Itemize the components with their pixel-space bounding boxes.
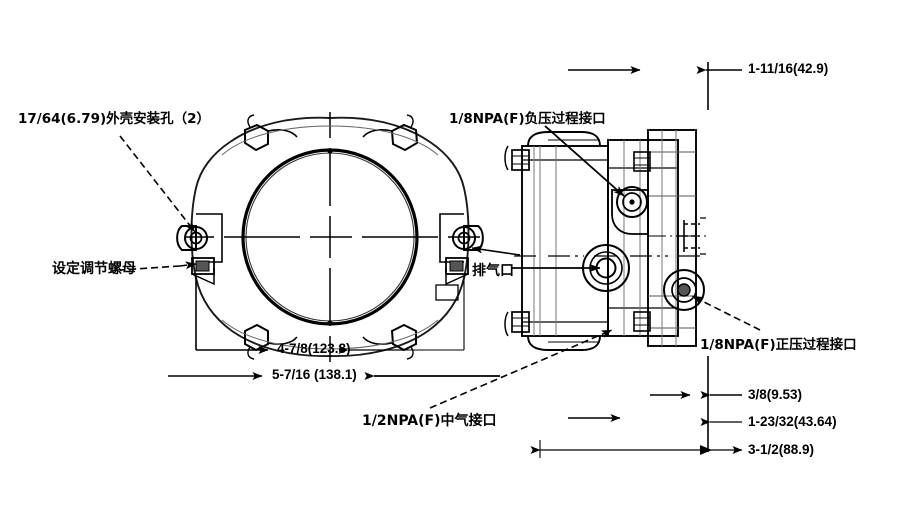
cover-top-dot (327, 148, 333, 154)
side-left-body (521, 145, 609, 337)
bolt-boss-bottom-right (362, 323, 417, 360)
dimension-overall-height: 3-1/2(88.9) (748, 442, 815, 457)
mounting-lug-right (435, 213, 484, 301)
front-housing-view (176, 112, 484, 362)
dimension-flange-thickness: 3/8(9.53) (748, 387, 803, 402)
callout-negative-pressure-port: 1/8NPA(F)负压过程接口 (449, 111, 606, 127)
side-right-body (647, 129, 697, 347)
leader-lug-right (471, 245, 521, 256)
negative-pressure-port-boss (611, 186, 649, 235)
leader-negative-pressure (544, 125, 625, 197)
side-left-bolt-pad-top (511, 149, 530, 171)
side-left-bottom-cap (527, 335, 601, 351)
side-section-view (504, 129, 706, 351)
bolt-boss-top-left (244, 114, 298, 152)
housing-inner-contour-bottom (221, 319, 439, 350)
callout-conduit-connection: 1/2NPA(F)中气接口 (362, 413, 497, 429)
leader-conduit (429, 329, 613, 409)
dimension-lines (168, 62, 743, 458)
side-right-bolt-pad-bottom (633, 311, 651, 332)
side-right-bolt-pad-top (633, 151, 651, 172)
dimension-overall-depth-top: 1-11/16(42.9) (748, 61, 829, 76)
leader-mounting-hole (119, 135, 196, 233)
positive-pressure-port-boss (663, 269, 705, 311)
bolt-boss-bottom-left (244, 323, 298, 360)
callout-adjust-nut: 设定调节螺母 (52, 261, 136, 277)
leader-lines (119, 125, 761, 409)
side-left-top-cap (527, 131, 601, 147)
side-process-body (607, 139, 679, 337)
callout-mounting-hole: 17/64(6.79)外壳安装孔（2） (18, 111, 211, 127)
side-left-bolt-pad-bottom (511, 311, 530, 333)
mounting-lug-left (176, 213, 223, 286)
leader-adjust-nut (179, 261, 197, 270)
bolt-boss-top-right (362, 114, 419, 152)
dimension-body-depth: 1-23/32(43.64) (748, 414, 837, 429)
dim-height-tick (700, 445, 712, 455)
cover-bottom-dot (327, 320, 333, 326)
dimension-bolt-circle-width: 4-7/8(123.8) (277, 341, 351, 356)
callout-vent-port: 排气口 (472, 263, 514, 279)
dimension-overall-width: 5-7/16 (138.1) (272, 367, 357, 382)
leader-positive-pressure (691, 295, 761, 331)
housing-inner-contour (221, 125, 439, 156)
callout-positive-pressure-port: 1/8NPA(F)正压过程接口 (700, 337, 857, 353)
